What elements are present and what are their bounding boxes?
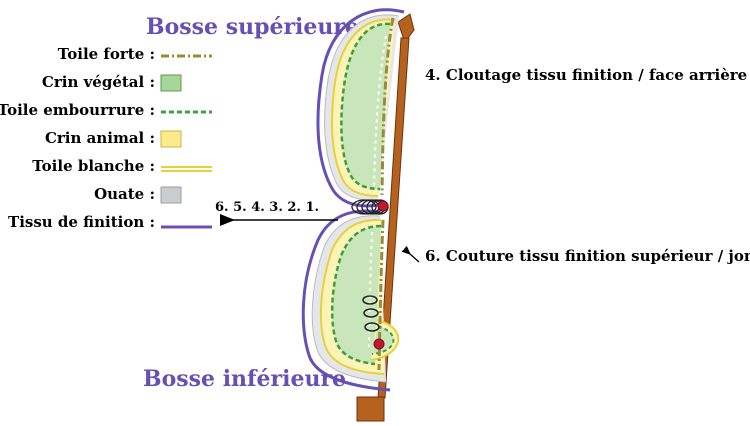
nail-head-lower bbox=[373, 338, 385, 350]
legend-swatches bbox=[160, 54, 212, 229]
stitch-loop-2 bbox=[363, 308, 379, 318]
legend-label-ouate: Ouate : bbox=[94, 185, 155, 203]
annotation-cloutage: 4. Cloutage tissu finition / face arrièr… bbox=[425, 66, 748, 84]
wood-frame bbox=[356, 13, 415, 422]
swatch-ouate bbox=[160, 186, 182, 204]
sequence-numbers: 6. 5. 4. 3. 2. 1. bbox=[215, 200, 320, 215]
legend-label-tissu-finition: Tissu de finition : bbox=[8, 213, 155, 231]
title-bottom: Bosse inférieure bbox=[143, 366, 347, 392]
upper-hump bbox=[316, 8, 405, 208]
couture-arrow bbox=[401, 245, 420, 263]
swatch-crin-vegetal bbox=[160, 74, 182, 92]
legend-label-toile-blanche: Toile blanche : bbox=[32, 157, 155, 175]
legend-label-toile-embourrure: Toile embourrure : bbox=[0, 101, 155, 119]
stitch-loop-3 bbox=[364, 322, 380, 332]
junction-stitches bbox=[351, 199, 389, 215]
stitch-loop-1 bbox=[362, 295, 378, 305]
legend-label-crin-vegetal: Crin végétal : bbox=[41, 73, 155, 91]
swatch-crin-animal bbox=[160, 130, 182, 148]
nail-head-junction bbox=[377, 200, 389, 212]
legend-label-crin-animal: Crin animal : bbox=[44, 129, 155, 147]
title-top: Bosse supérieure bbox=[146, 14, 359, 40]
legend-label-toile-forte: Toile forte : bbox=[57, 45, 155, 63]
annotation-couture: 6. Couture tissu finition supérieur / jo… bbox=[425, 247, 750, 265]
lower-hump bbox=[301, 209, 400, 392]
